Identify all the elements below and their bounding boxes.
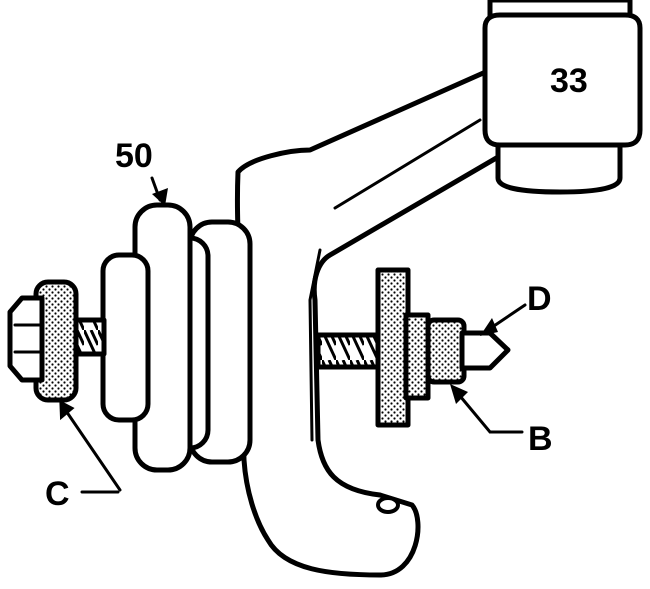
- puller-tool-50: 50: [100, 137, 253, 473]
- callout-d: D: [480, 280, 552, 336]
- callout-b: B: [450, 384, 553, 458]
- part-number-33: 33: [550, 62, 588, 100]
- label-c: C: [45, 475, 70, 513]
- rod-assembly-b-d: [315, 267, 511, 428]
- label-b: B: [528, 420, 553, 458]
- bolt-assembly-c: [7, 279, 107, 403]
- steering-knuckle: [234, 67, 513, 578]
- arrow-50: [152, 188, 168, 206]
- callout-c: C: [45, 400, 122, 513]
- label-d: D: [527, 280, 552, 318]
- bushing-33: 33: [482, 0, 643, 195]
- part-number-50: 50: [115, 137, 153, 175]
